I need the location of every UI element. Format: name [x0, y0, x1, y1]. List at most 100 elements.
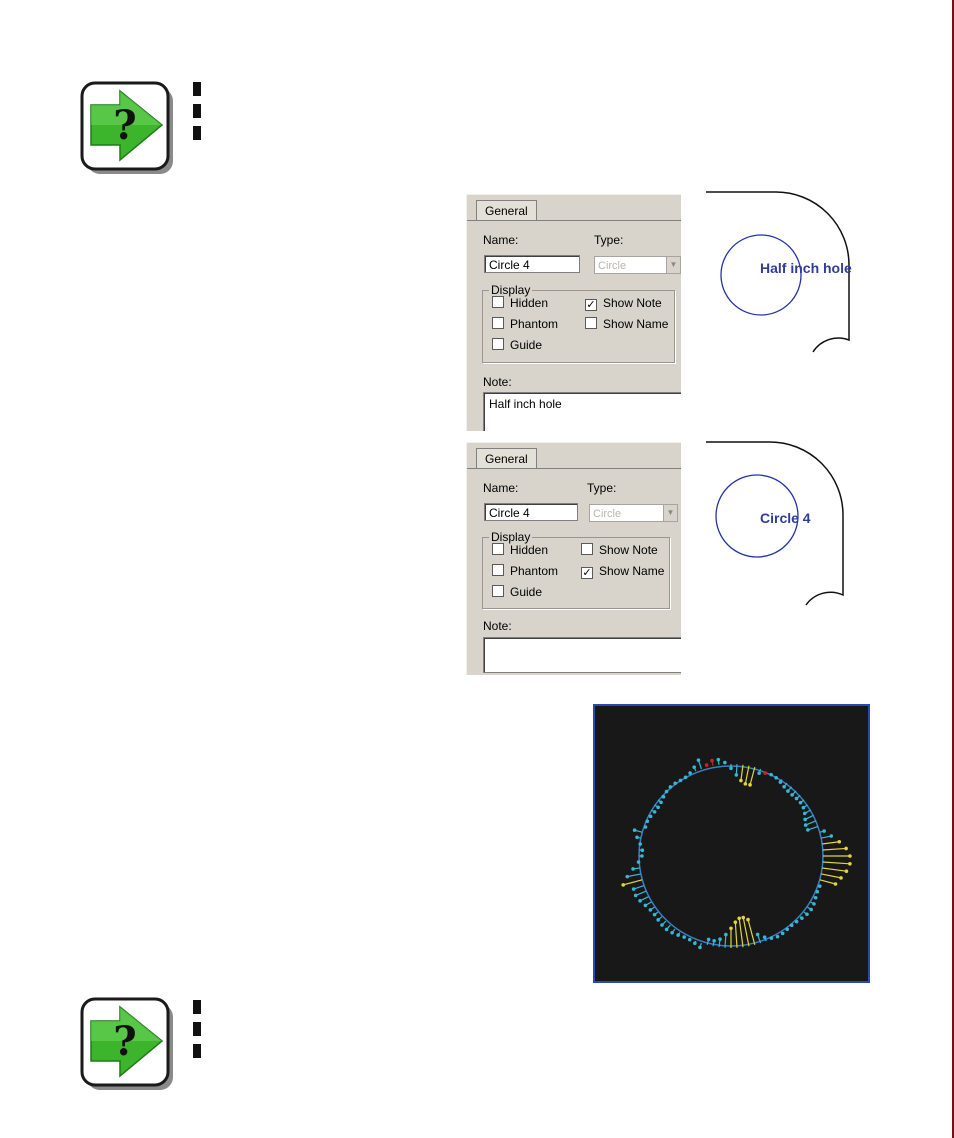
measured-point	[769, 936, 774, 940]
measured-point	[633, 893, 638, 898]
measured-point	[809, 907, 813, 912]
chevron-down-icon[interactable]: ▼	[666, 257, 680, 273]
measured-point	[656, 805, 660, 810]
show-name-checkbox[interactable]: Show Name	[585, 317, 668, 331]
tab-divider	[467, 468, 681, 469]
deviation-whisker	[635, 890, 647, 897]
measured-point	[801, 805, 806, 810]
checkbox-box[interactable]	[492, 317, 504, 329]
show-note-checkbox[interactable]: ✓Show Note	[585, 296, 662, 311]
measured-point	[698, 945, 702, 950]
measured-point	[648, 908, 653, 912]
preview-name-label: Circle 4	[760, 510, 811, 526]
checkbox-box[interactable]	[585, 317, 597, 329]
checkbox-box[interactable]: ✓	[581, 567, 593, 579]
measured-point	[682, 935, 686, 939]
preview-drawing	[706, 441, 844, 606]
measured-point	[822, 829, 826, 833]
measured-point	[794, 919, 799, 924]
measured-point	[635, 835, 639, 840]
checkbox-box[interactable]	[492, 564, 504, 576]
note-field[interactable]	[483, 637, 681, 673]
measured-point	[815, 889, 820, 894]
type-select[interactable]: Circle ▼	[594, 256, 681, 274]
measured-point	[638, 899, 642, 903]
guide-checkbox[interactable]: Guide	[492, 585, 542, 599]
measured-point	[683, 775, 688, 780]
measured-point	[833, 882, 838, 886]
measured-point	[800, 916, 804, 920]
measured-point	[806, 828, 810, 832]
chevron-down-icon[interactable]: ▼	[663, 505, 677, 521]
checkbox-box[interactable]	[492, 338, 504, 350]
deviation-whisker	[633, 885, 645, 890]
checkbox-box[interactable]	[581, 543, 593, 555]
measured-point	[660, 923, 664, 927]
measured-point	[829, 834, 834, 838]
note-icon-2: ?	[80, 996, 175, 1097]
display-group-label: Display	[489, 530, 533, 544]
measured-point	[706, 937, 711, 942]
name-label: Name:	[483, 481, 519, 495]
measured-point	[729, 926, 733, 931]
measured-point	[718, 937, 722, 941]
deviation-whisker	[819, 879, 836, 885]
tab-general[interactable]: General	[476, 448, 537, 469]
measured-point	[710, 758, 714, 763]
feature-preview-2: Circle 4	[706, 430, 876, 608]
measured-point	[645, 819, 650, 824]
deviation-whisker	[623, 879, 643, 886]
deviation-whisker	[822, 867, 847, 872]
measured-point	[803, 823, 808, 827]
deviation-whisker	[740, 764, 744, 781]
checkbox-box[interactable]	[492, 543, 504, 555]
measured-point	[640, 848, 645, 852]
measured-point	[670, 930, 674, 935]
hidden-checkbox-label: Hidden	[510, 296, 549, 310]
tab-general[interactable]: General	[476, 200, 537, 221]
measured-point	[785, 927, 790, 932]
show-note-checkbox[interactable]: Show Note	[581, 543, 658, 557]
name-field[interactable]: Circle 4	[484, 255, 580, 273]
measured-point	[621, 883, 626, 887]
guide-checkbox[interactable]: Guide	[492, 338, 542, 352]
measured-point	[769, 772, 773, 777]
measured-point	[724, 932, 728, 937]
deviation-whisker	[724, 934, 727, 948]
measured-point	[693, 941, 697, 946]
measured-point	[668, 785, 673, 789]
deviation-whisker	[627, 873, 641, 878]
svg-text:?: ?	[113, 102, 136, 149]
checkbox-box[interactable]: ✓	[585, 299, 597, 311]
phantom-checkbox[interactable]: Phantom	[492, 564, 558, 578]
show-name-checkbox[interactable]: ✓Show Name	[581, 564, 664, 579]
checkbox-box[interactable]	[492, 585, 504, 597]
deviation-whisker	[822, 841, 840, 845]
measured-point	[640, 854, 644, 858]
feature-properties-dialog-1: General Name: Type: Circle 4 Circle ▼ Di…	[466, 194, 681, 431]
measured-point	[631, 887, 636, 891]
hidden-checkbox[interactable]: Hidden	[492, 543, 548, 557]
name-field[interactable]: Circle 4	[484, 503, 578, 521]
phantom-checkbox-label: Phantom	[510, 564, 559, 578]
measured-point	[746, 917, 750, 922]
measured-point	[648, 814, 653, 819]
measured-point	[716, 757, 721, 762]
hidden-checkbox[interactable]: Hidden	[492, 296, 548, 310]
measured-point	[774, 775, 778, 780]
note-label: Note:	[483, 375, 512, 389]
checkbox-box[interactable]	[492, 296, 504, 308]
type-select[interactable]: Circle ▼	[589, 504, 678, 522]
measured-point	[696, 758, 701, 762]
note-arrow-question-icon: ?	[80, 81, 173, 174]
measured-point	[813, 895, 818, 900]
phantom-checkbox[interactable]: Phantom	[492, 317, 558, 331]
measured-point	[659, 800, 663, 805]
feature-properties-dialog-2: General Name: Type: Circle 4 Circle ▼ Di…	[466, 442, 681, 675]
deviation-whisker	[734, 922, 738, 948]
measured-point	[625, 874, 630, 879]
display-group-label: Display	[489, 283, 533, 297]
measured-point	[775, 934, 780, 939]
display-group: Display	[482, 283, 675, 363]
note-field[interactable]: Half inch hole	[483, 392, 681, 431]
